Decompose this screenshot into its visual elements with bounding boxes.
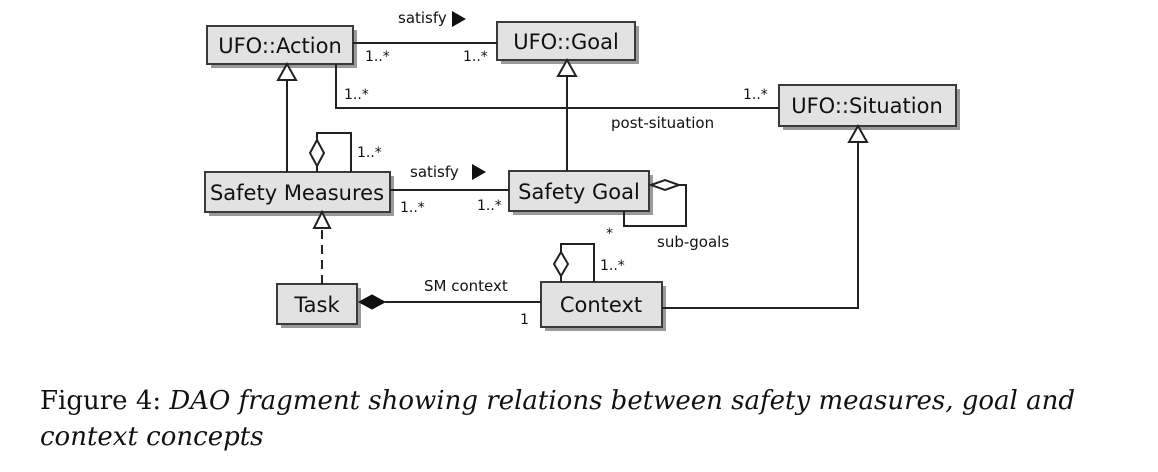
box-frame: [276, 283, 358, 325]
association-post-situation: [335, 64, 779, 109]
class-box-safety-goal[interactable]: Safety Goal: [508, 170, 650, 212]
class-label: Safety Measures: [210, 181, 384, 205]
class-label: Context: [560, 293, 642, 317]
association-label-satisfy-mid: satisfy: [410, 163, 459, 181]
class-label: Task: [293, 293, 340, 317]
multiplicity: 1..*: [357, 145, 382, 161]
self-aggregation-context: [560, 243, 595, 282]
association-label-satisfy-top: satisfy: [398, 9, 447, 27]
aggregation-diamond-icon: [552, 250, 570, 278]
class-box-task[interactable]: Task: [276, 283, 358, 325]
multiplicity: 1..*: [344, 87, 369, 103]
class-box-ufo-goal[interactable]: UFO::Goal: [496, 21, 636, 61]
caption-prefix: Figure 4:: [40, 386, 162, 416]
association-label-sub-goals: sub-goals: [657, 233, 729, 251]
class-label: UFO::Action: [218, 34, 342, 58]
self-aggregation-safety-measures: [316, 132, 352, 172]
multiplicity: 1..*: [463, 49, 488, 65]
class-label: UFO::Goal: [513, 30, 619, 54]
class-label: UFO::Situation: [791, 94, 943, 118]
generalization-triangle-icon: [556, 57, 578, 77]
aggregation-diamond-icon: [308, 137, 326, 169]
multiplicity: 1..*: [365, 49, 390, 65]
association-label-post-situation: post-situation: [611, 114, 714, 132]
multiplicity: 1..*: [477, 198, 502, 214]
uml-class-diagram: UFO::Action UFO::Goal UFO::Situation Saf…: [204, 9, 960, 331]
multiplicity: *: [606, 226, 613, 242]
box-frame: [508, 170, 650, 212]
generalization-line: [662, 142, 859, 309]
multiplicity: 1..*: [600, 258, 625, 274]
class-box-ufo-action[interactable]: UFO::Action: [206, 25, 354, 65]
box-frame: [206, 25, 354, 65]
direction-arrow-icon: [452, 11, 466, 27]
direction-arrow-icon: [472, 164, 486, 180]
figure-caption: Figure 4: DAO fragment showing relations…: [40, 383, 1130, 455]
multiplicity: 1..*: [400, 200, 425, 216]
class-label: Safety Goal: [518, 180, 640, 204]
box-frame: [778, 84, 957, 127]
composition-diamond-icon: [357, 294, 387, 310]
multiplicity: 1: [520, 312, 529, 328]
box-frame: [540, 281, 663, 328]
class-box-safety-measures[interactable]: Safety Measures: [204, 171, 391, 213]
class-box-ufo-situation[interactable]: UFO::Situation: [778, 84, 957, 127]
self-aggregation-sub-goals: [623, 184, 687, 227]
generalization-triangle-icon: [276, 61, 298, 81]
association-label-sm-context: SM context: [424, 277, 508, 295]
realization-triangle-icon: [312, 209, 332, 229]
aggregation-diamond-icon: [648, 178, 682, 192]
generalization-triangle-icon: [847, 123, 869, 143]
multiplicity: 1..*: [743, 87, 768, 103]
box-frame: [204, 171, 391, 213]
class-box-context[interactable]: Context: [540, 281, 663, 328]
caption-text: DAO fragment showing relations between s…: [40, 386, 1076, 452]
